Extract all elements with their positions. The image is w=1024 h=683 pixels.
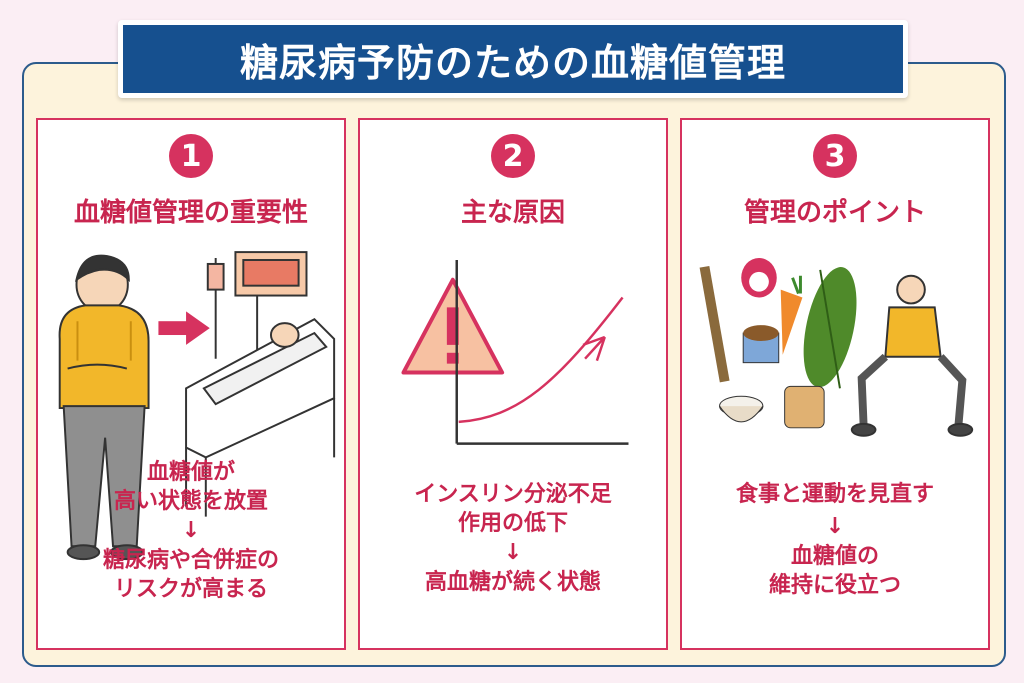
unhealthy-to-hospital-illustration [58, 251, 336, 561]
panel-heading: 血糖値管理の重要性 [73, 198, 308, 228]
cause-text-line2: 高い状態を放置 [113, 489, 268, 514]
graph-axes-icon [455, 260, 629, 445]
burdock-root-icon [699, 265, 730, 383]
result-text-line2: リスクが高まる [113, 577, 268, 602]
down-arrow-icon: ↓ [503, 540, 523, 565]
title-banner: 糖尿病予防のための血糖値管理 [118, 20, 908, 98]
panel-heading: 主な原因 [460, 198, 565, 228]
page-title: 糖尿病予防のための血糖値管理 [239, 40, 786, 85]
advice-text: 食事と運動を見直す [735, 482, 934, 507]
right-arrow-icon [158, 311, 210, 345]
rising-trend-line-icon [458, 296, 624, 424]
result-text-line1: 血糖値の [790, 544, 879, 569]
radish-icon [741, 258, 777, 298]
leafy-greens-icon [803, 267, 857, 389]
panel-importance: 1 血糖値管理の重要性 [36, 118, 346, 650]
cause-text-line2: 作用の低下 [457, 511, 568, 536]
cause-text-line1: 血糖値が [146, 460, 235, 485]
down-arrow-icon: ↓ [181, 518, 201, 543]
down-arrow-icon: ↓ [825, 514, 845, 539]
result-text-line1: 高血糖が続く状態 [424, 570, 601, 595]
step-number-badge: 3 [813, 134, 857, 178]
hospital-bed-icon [185, 251, 336, 517]
rising-graph-illustration [401, 260, 629, 445]
bread-icon [784, 385, 825, 429]
natto-bowl-icon [742, 325, 780, 364]
result-text-line2: 維持に役立つ [768, 573, 901, 598]
step-number-badge: 1 [169, 134, 213, 178]
panel-causes: 2 主な原因 インスリン分泌不足 作用の低下 ↓ 高血糖が続く状態 [358, 118, 668, 650]
step-number-badge: 2 [491, 134, 535, 178]
panel-management-points: 3 管理のポイント [680, 118, 990, 650]
cause-text-line1: インスリン分泌不足 [414, 482, 612, 507]
result-text-line1: 糖尿病や合併症の [102, 548, 279, 573]
overweight-man-icon [58, 254, 150, 561]
carrot-icon [780, 275, 803, 355]
rice-bowl-icon [719, 395, 764, 423]
diet-and-exercise-illustration [699, 258, 974, 437]
warning-triangle-icon [401, 277, 505, 375]
panel-heading: 管理のポイント [743, 198, 926, 228]
squatting-man-icon [850, 274, 974, 437]
